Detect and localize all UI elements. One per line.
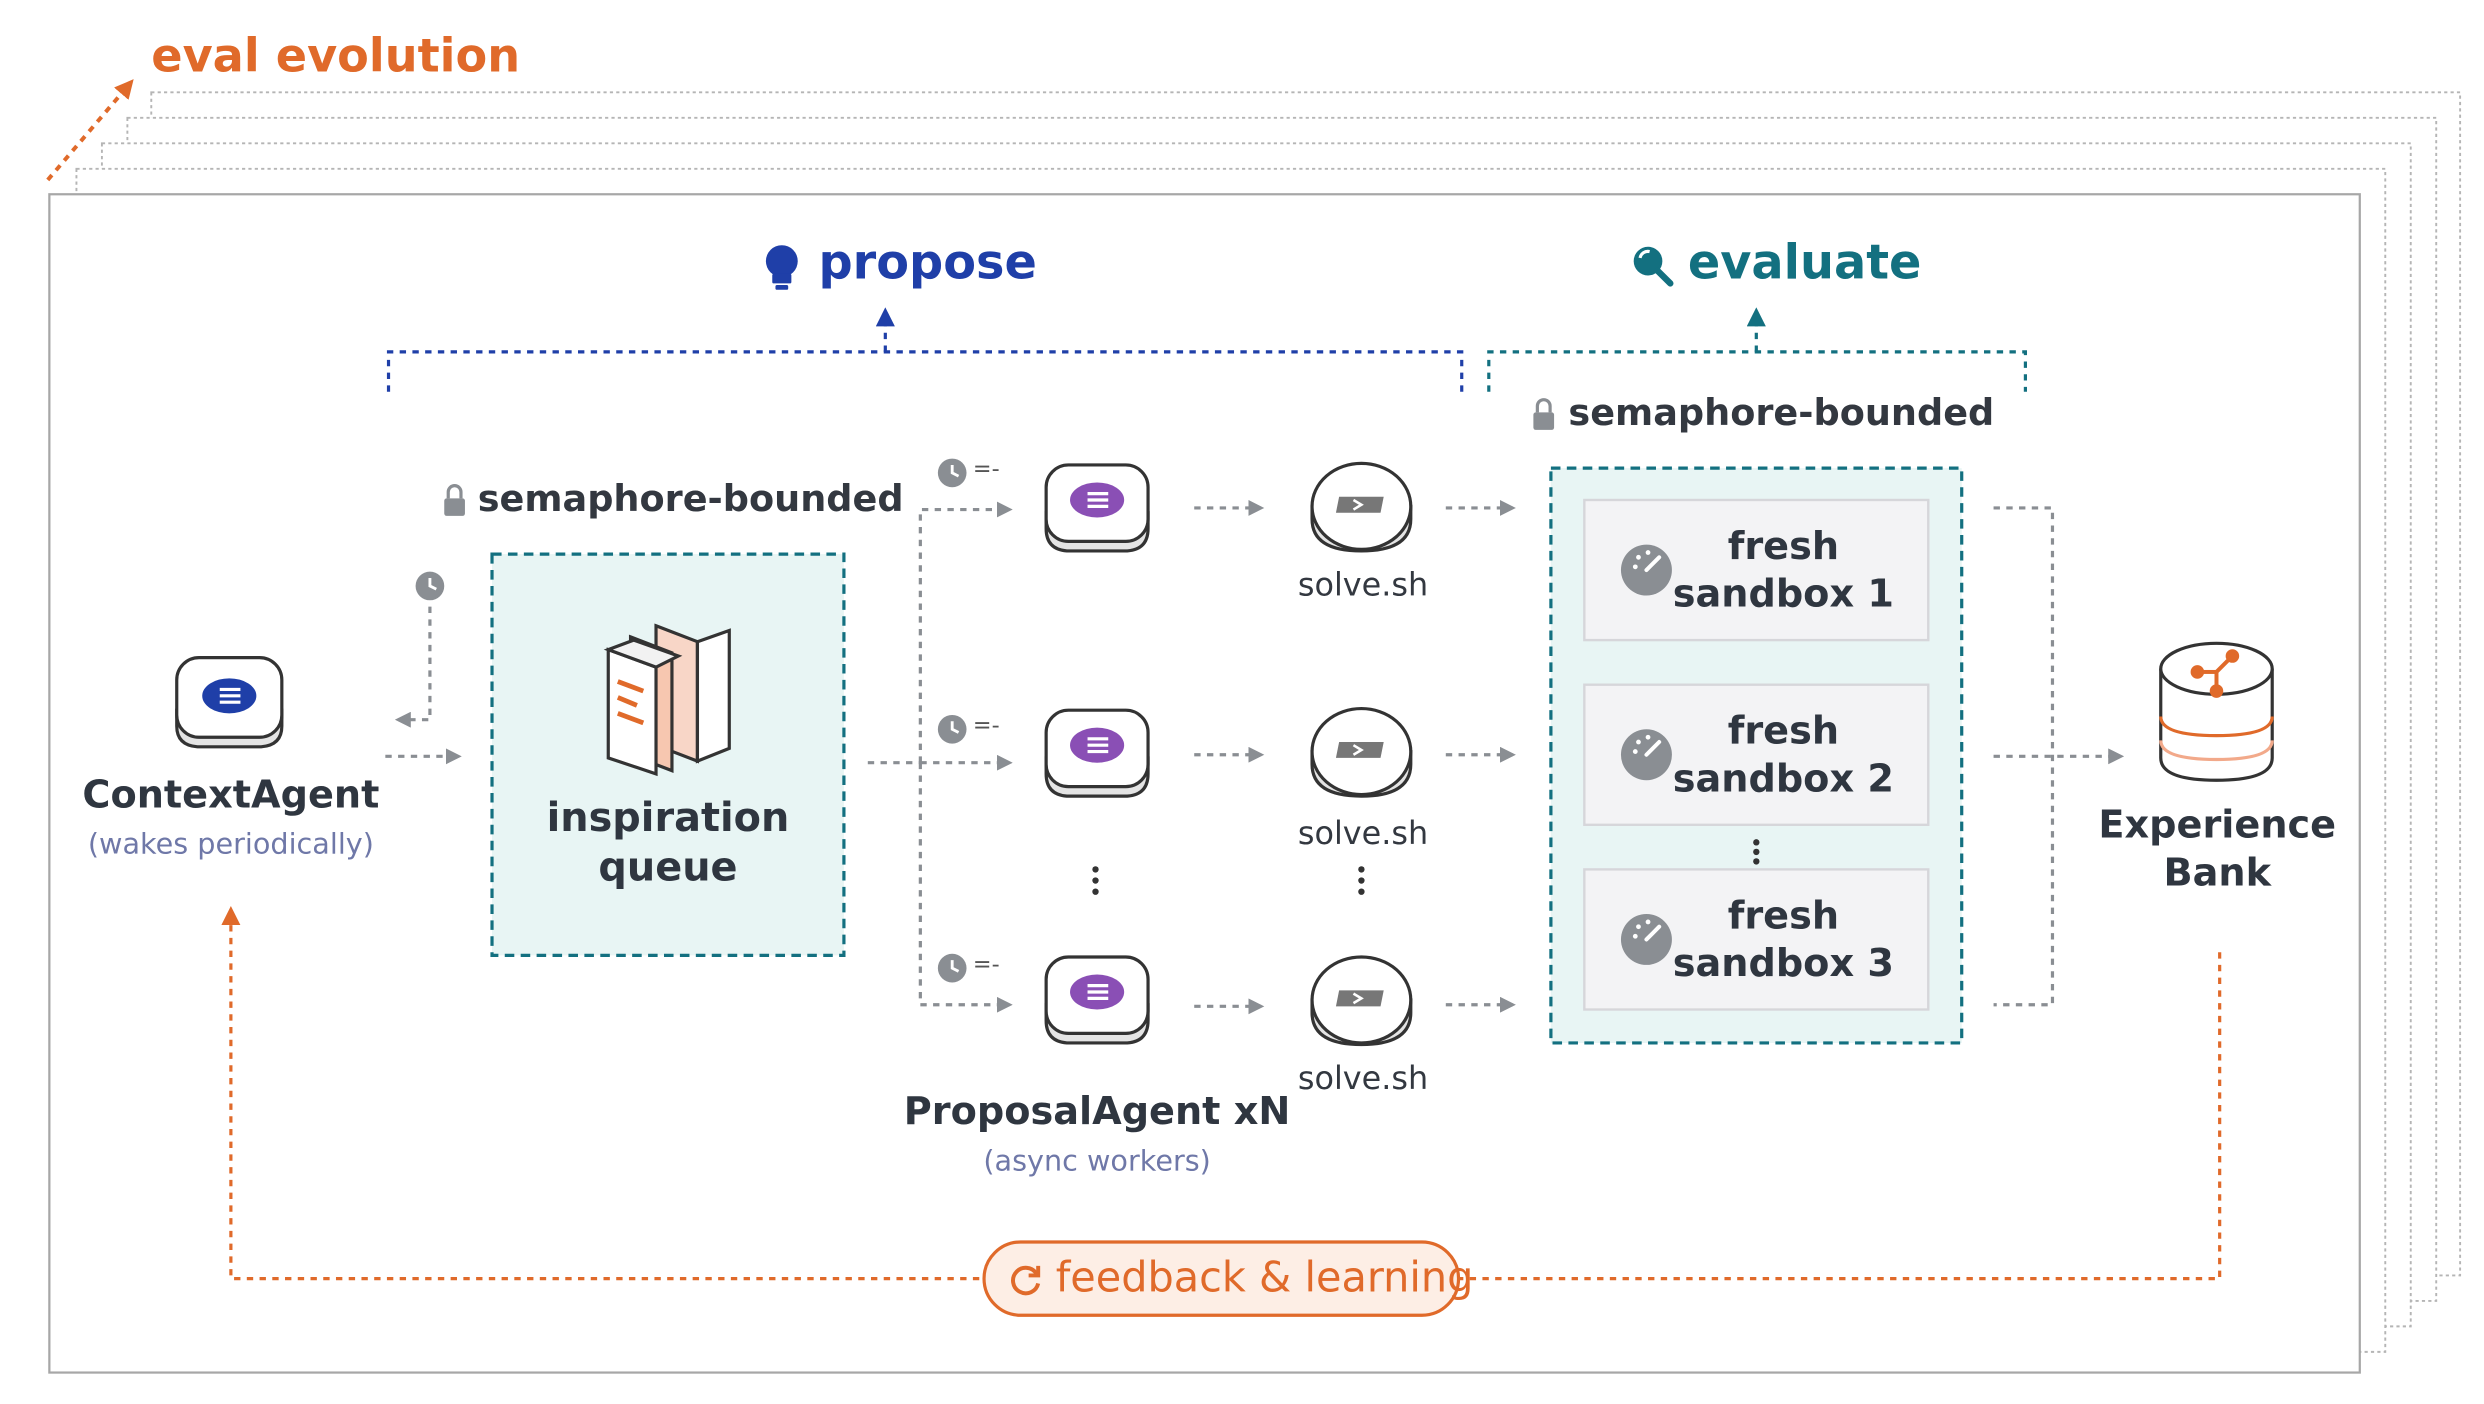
experience-bank-line1: Experience [2098,802,2337,848]
main-frame [48,193,2361,1374]
proposal-agent-subtitle: (async workers) [983,1144,1211,1179]
phase-evaluate: evaluate [1687,235,1922,292]
experience-bank-line2: Bank [2163,850,2272,895]
terminal-icon [1310,461,1413,553]
sandbox-1-line1: fresh [1727,523,1840,569]
context-agent-label: ContextAgent [82,772,380,817]
database-icon [2159,641,2274,782]
context-agent-icon [175,656,284,749]
solve-label: solve.sh [1297,1058,1429,1098]
proposal-agent-icon [1044,708,1150,798]
gauge-icon [1620,544,1672,596]
worker-timer-label: =- [972,713,1000,739]
evolution-arrow [46,79,134,182]
clock-icon [937,714,967,744]
magnifier-icon [1633,246,1674,287]
ellipsis-icon [1358,866,1365,895]
lock-icon [444,484,465,516]
worker-timer-label: =- [972,456,1000,483]
gauge-icon [1620,913,1672,965]
feedback-loop [221,906,2222,1281]
terminal-icon [1310,955,1413,1047]
semaphore-label-queue: semaphore-bounded [477,479,904,521]
clock-icon [937,458,967,488]
clock-icon [937,953,967,983]
clock-icon [415,571,445,601]
lightbulb-icon [765,245,798,290]
ellipsis-icon [1753,839,1760,865]
feedback-label: feedback & learning [1055,1254,1474,1303]
ellipsis-icon [1092,866,1099,895]
queue-label-line2: queue [598,843,738,891]
diagram-title: eval evolution [151,28,521,83]
terminal-icon [1310,706,1413,798]
proposal-agent-icon [1044,463,1150,553]
branch-icon [2190,649,2240,698]
sandbox-2-line2: sandbox 2 [1672,756,1894,801]
solve-label: solve.sh [1297,565,1429,604]
book-stack-icon [603,623,731,777]
queue-label-line1: inspiration [546,794,790,841]
worker-timer-label: =- [972,952,1000,978]
propose-bracket [386,350,1464,392]
gauge-icon [1620,729,1672,781]
proposal-agent-label: ProposalAgent xN [903,1089,1291,1134]
refresh-icon [1011,1265,1041,1296]
feedback-pill: feedback & learning [982,1240,1473,1317]
sandbox-3-line1: fresh [1727,893,1840,938]
semaphore-label-sandboxes: semaphore-bounded [1568,393,1995,435]
sandbox-1-line2: sandbox 1 [1672,571,1894,617]
sandbox-3-line2: sandbox 3 [1672,941,1894,986]
lock-icon [1533,398,1555,430]
solve-label: solve.sh [1297,813,1429,852]
proposal-agent-icon [1044,955,1150,1045]
context-agent-subtitle: (wakes periodically) [87,827,374,862]
sandbox-2-line1: fresh [1727,708,1840,754]
phase-propose: propose [818,235,1037,292]
